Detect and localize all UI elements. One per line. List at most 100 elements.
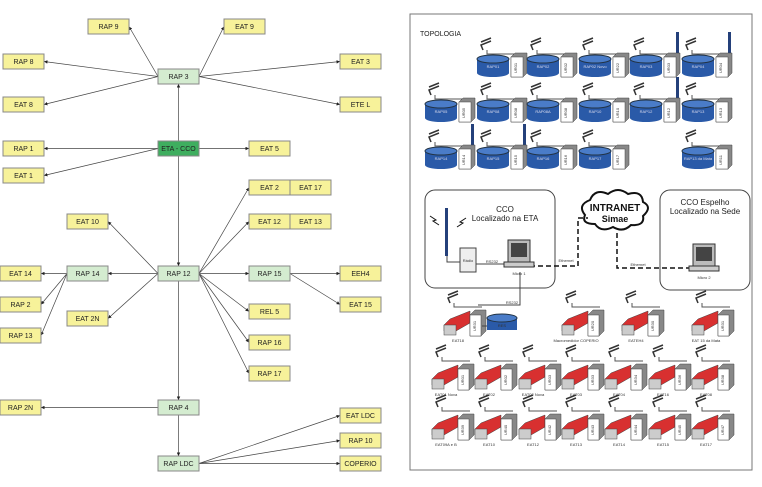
svg-text:RAP04: RAP04 (692, 64, 705, 69)
node-label: EAT LDC (346, 413, 375, 420)
node-rap3[interactable]: RAP 3 (157, 68, 200, 85)
node-eat2n[interactable]: EAT 2N (66, 310, 109, 327)
node-label: RAP 9 (98, 24, 118, 31)
svg-text:UR08: UR08 (513, 107, 518, 118)
svg-text:EAT17: EAT17 (700, 442, 713, 447)
svg-text:UR42: UR42 (547, 424, 552, 435)
radio-antenna-icon (565, 344, 577, 358)
svg-text:EAT09A e B: EAT09A e B (435, 442, 457, 447)
svg-text:EAT10: EAT10 (483, 442, 496, 447)
pc2-label: Micro 2 (697, 275, 711, 280)
node-rap9[interactable]: RAP 9 (87, 18, 130, 35)
svg-text:RAP01: RAP01 (487, 64, 500, 69)
svg-text:RAP16: RAP16 (537, 156, 550, 161)
node-rap14[interactable]: RAP 14 (66, 265, 109, 282)
svg-text:EAT16: EAT16 (657, 392, 670, 397)
radio-antenna-icon (435, 344, 447, 358)
node-label: RAP 15 (258, 271, 282, 278)
radio-antenna-icon (652, 394, 664, 408)
svg-text:EAT14: EAT14 (613, 442, 626, 447)
node-label: RAP 8 (13, 59, 33, 66)
node-eat5[interactable]: EAT 5 (248, 140, 291, 157)
svg-text:UR02: UR02 (563, 62, 568, 73)
radio-antenna-icon (428, 129, 440, 143)
node-rapldc[interactable]: RAP LDC (157, 455, 200, 472)
node-rap16[interactable]: RAP 16 (248, 334, 291, 351)
edge-rap3-rap9 (128, 26, 159, 77)
radio-antenna-icon (478, 394, 490, 408)
node-rap17[interactable]: RAP 17 (248, 365, 291, 382)
edge-rap3-eat9 (198, 26, 225, 77)
node-label: RAP 10 (349, 438, 373, 445)
edge-rapldc-rap10 (198, 439, 341, 464)
node-eatldc[interactable]: EAT LDC (339, 407, 382, 424)
node-eeh4[interactable]: EEH4 (339, 265, 382, 282)
node-rap13[interactable]: RAP 13 (0, 327, 42, 344)
node-label: EAT 2 (260, 185, 279, 192)
node-rap10[interactable]: RAP 10 (339, 432, 382, 449)
svg-text:RAP12: RAP12 (640, 109, 653, 114)
node-coperio[interactable]: COPERIO (339, 455, 382, 472)
svg-text:UR31: UR31 (720, 320, 725, 331)
svg-text:UR34: UR34 (633, 374, 638, 385)
node-label: EAT 14 (9, 271, 32, 278)
node-rap4[interactable]: RAP 4 (157, 399, 200, 416)
node-eat15[interactable]: EAT 15 (339, 296, 382, 313)
svg-text:RAP13 da Mata: RAP13 da Mata (684, 156, 713, 161)
node-label: EAT 12 (258, 219, 281, 226)
node-rap15[interactable]: RAP 15 (248, 265, 291, 282)
node-eat9[interactable]: EAT 9 (223, 18, 266, 35)
node-eat8[interactable]: EAT 8 (2, 96, 45, 113)
node-label: ETE L (351, 102, 371, 109)
node-eat10[interactable]: EAT 10 (66, 213, 109, 230)
node-label: RAP 2 (10, 302, 30, 309)
node-eat13[interactable]: EAT 13 (289, 213, 332, 230)
svg-text:UR03: UR03 (547, 374, 552, 385)
node-label: EAT 1 (14, 173, 33, 180)
radio-antenna-icon (695, 394, 707, 408)
node-rap12[interactable]: RAP 12 (157, 265, 200, 282)
svg-text:UR03: UR03 (666, 62, 671, 73)
node-rel5[interactable]: REL 5 (248, 303, 291, 320)
intranet-cloud: INTRANET Simae (580, 189, 649, 231)
node-rap1[interactable]: RAP 1 (2, 140, 45, 157)
node-eat12[interactable]: EAT 12 (248, 213, 291, 230)
node-label: EAT 5 (260, 146, 279, 153)
node-rap2[interactable]: RAP 2 (0, 296, 42, 313)
node-label: EAT 8 (14, 102, 33, 109)
svg-text:UR40: UR40 (503, 424, 508, 435)
radio-antenna-icon (447, 290, 459, 304)
node-eat14[interactable]: EAT 14 (0, 265, 42, 282)
svg-text:RAP02 Novo: RAP02 Novo (583, 64, 607, 69)
rs232-label-1: RS232 (486, 259, 499, 264)
node-etel[interactable]: ETE L (339, 96, 382, 113)
node-rap8[interactable]: RAP 8 (2, 53, 45, 70)
station-hierarchy-diagram: RAP 9 EAT 9 RAP 8 RAP 3 EAT 3 EAT 8 ETE L RAP 1… (0, 18, 382, 472)
svg-text:EAT13: EAT13 (570, 442, 583, 447)
svg-text:UR01: UR01 (513, 62, 518, 73)
edge-rap3-rap8 (43, 60, 159, 77)
radio-antenna-icon (522, 394, 534, 408)
svg-text:EATEH4: EATEH4 (628, 338, 644, 343)
node-eat3[interactable]: EAT 3 (339, 53, 382, 70)
node-eat17[interactable]: EAT 17 (289, 179, 332, 196)
node-eat1[interactable]: EAT 1 (2, 167, 45, 184)
node-label: EAT 17 (299, 185, 322, 192)
node-etacco[interactable]: ETA - CCO (157, 140, 200, 157)
node-eat2[interactable]: EAT 2 (248, 179, 291, 196)
radio-mast-icon (429, 208, 467, 256)
node-rap2n[interactable]: RAP 2N (0, 399, 42, 416)
node-label: EAT 2N (76, 316, 100, 323)
svg-text:UR14: UR14 (461, 154, 466, 165)
edge-rap15-eat15 (289, 273, 341, 305)
